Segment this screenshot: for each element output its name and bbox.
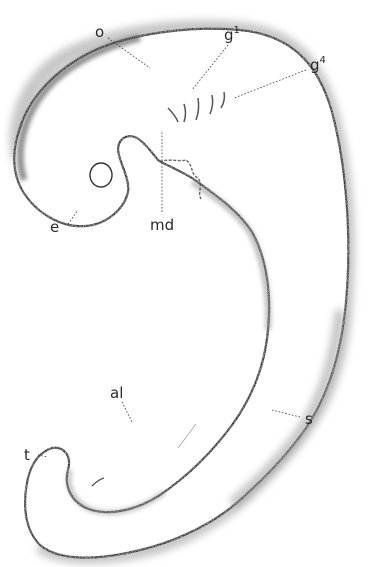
label-g4: g4	[310, 55, 326, 74]
label-t: t	[24, 446, 30, 464]
label-g1-sup: 1	[234, 25, 240, 36]
label-e: e	[50, 218, 59, 236]
embryo-body	[14, 28, 348, 557]
label-s: s	[305, 410, 313, 428]
tail-fold	[92, 478, 104, 486]
label-g4-base: g	[310, 56, 320, 74]
allantois-mark	[178, 424, 196, 448]
label-g4-sup: 4	[320, 55, 326, 66]
label-al: al	[110, 384, 123, 402]
label-md: md	[150, 216, 174, 234]
leader-al	[122, 402, 132, 422]
label-o: o	[95, 23, 104, 41]
label-g1-base: g	[224, 26, 234, 44]
